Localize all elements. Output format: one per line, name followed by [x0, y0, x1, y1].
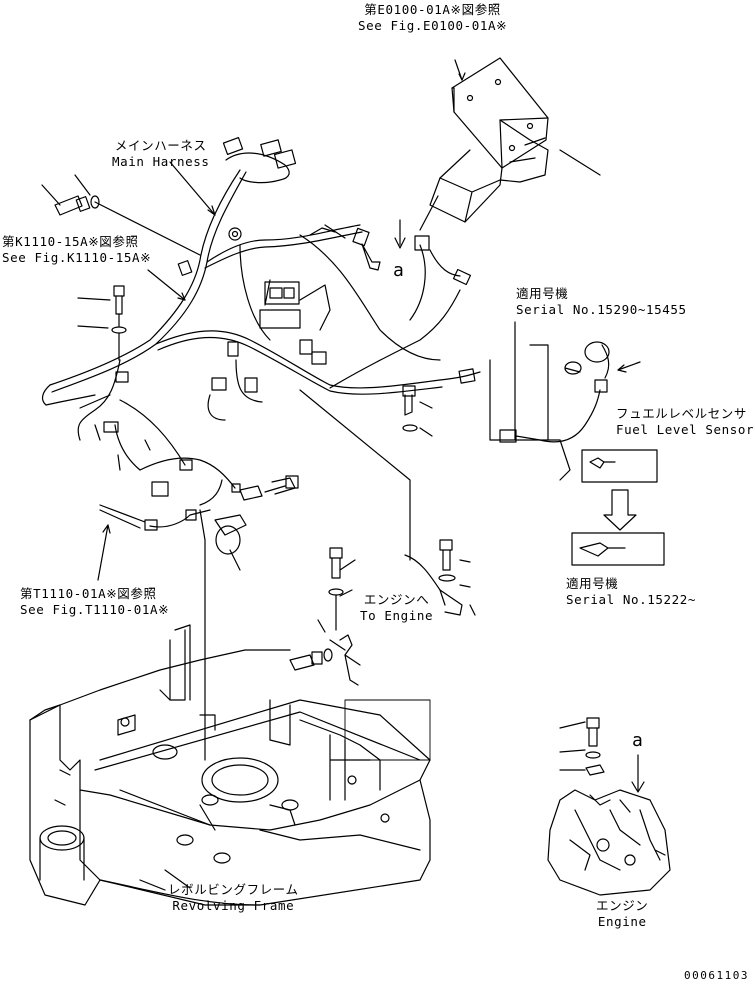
fuel-sensor-leader — [617, 361, 641, 371]
revolving-frame — [29, 624, 431, 906]
revolving-frame-label: レボルビングフレーム Revolving Frame — [168, 882, 299, 913]
e0100-reference-label: 第E0100-01A※図参照 See Fig.E0100-01A※ — [358, 2, 508, 33]
fuel-sensor-box — [581, 449, 658, 483]
e0100-arrowhead — [458, 72, 466, 81]
clips-and-cables-middle — [94, 424, 299, 761]
callout-a-top-arrow — [394, 219, 406, 249]
callout-a-top: a — [393, 260, 404, 281]
revolving-frame-leader — [164, 869, 191, 889]
fuel-sensor-arrowhead — [617, 364, 627, 373]
callout-a-bottom: a — [632, 730, 643, 751]
to-engine-label: エンジンへ To Engine — [360, 592, 434, 623]
serial-range-a-label: 適用号機 Serial No.15290~15455 — [516, 286, 687, 317]
main-harness-label: メインハーネス Main Harness — [112, 138, 210, 169]
bolt-washer-set-1 — [41, 174, 201, 256]
t1110-reference-label: 第T1110-01A※図参照 See Fig.T1110-01A※ — [20, 586, 170, 617]
main-harness-leader — [169, 161, 216, 216]
engine-bracket — [299, 385, 476, 616]
main-harness-arrowhead — [207, 205, 216, 216]
down-arrow — [603, 489, 637, 531]
main-harness — [41, 137, 481, 466]
bolt-washer-set-2 — [77, 285, 127, 361]
k1110-reference-label: 第K1110-15A※図参照 See Fig.K1110-15A※ — [2, 234, 152, 265]
serial-box-b — [571, 532, 665, 566]
engine-detail — [547, 717, 671, 896]
k1110-arrowhead — [177, 292, 186, 301]
t1110-leader — [97, 524, 109, 581]
engine-label: エンジン Engine — [596, 898, 649, 929]
bracket-plate-assembly — [419, 57, 601, 231]
t1110-arrowhead — [102, 524, 111, 534]
serial-box-a — [489, 321, 610, 481]
k1110-leader — [147, 269, 186, 301]
document-number: 00061103 — [684, 969, 749, 982]
to-engine-parts — [289, 547, 361, 686]
fuel-level-sensor-label: フュエルレベルセンサ Fuel Level Sensor — [616, 406, 755, 437]
serial-range-b-label: 適用号機 Serial No.15222~ — [566, 576, 697, 607]
